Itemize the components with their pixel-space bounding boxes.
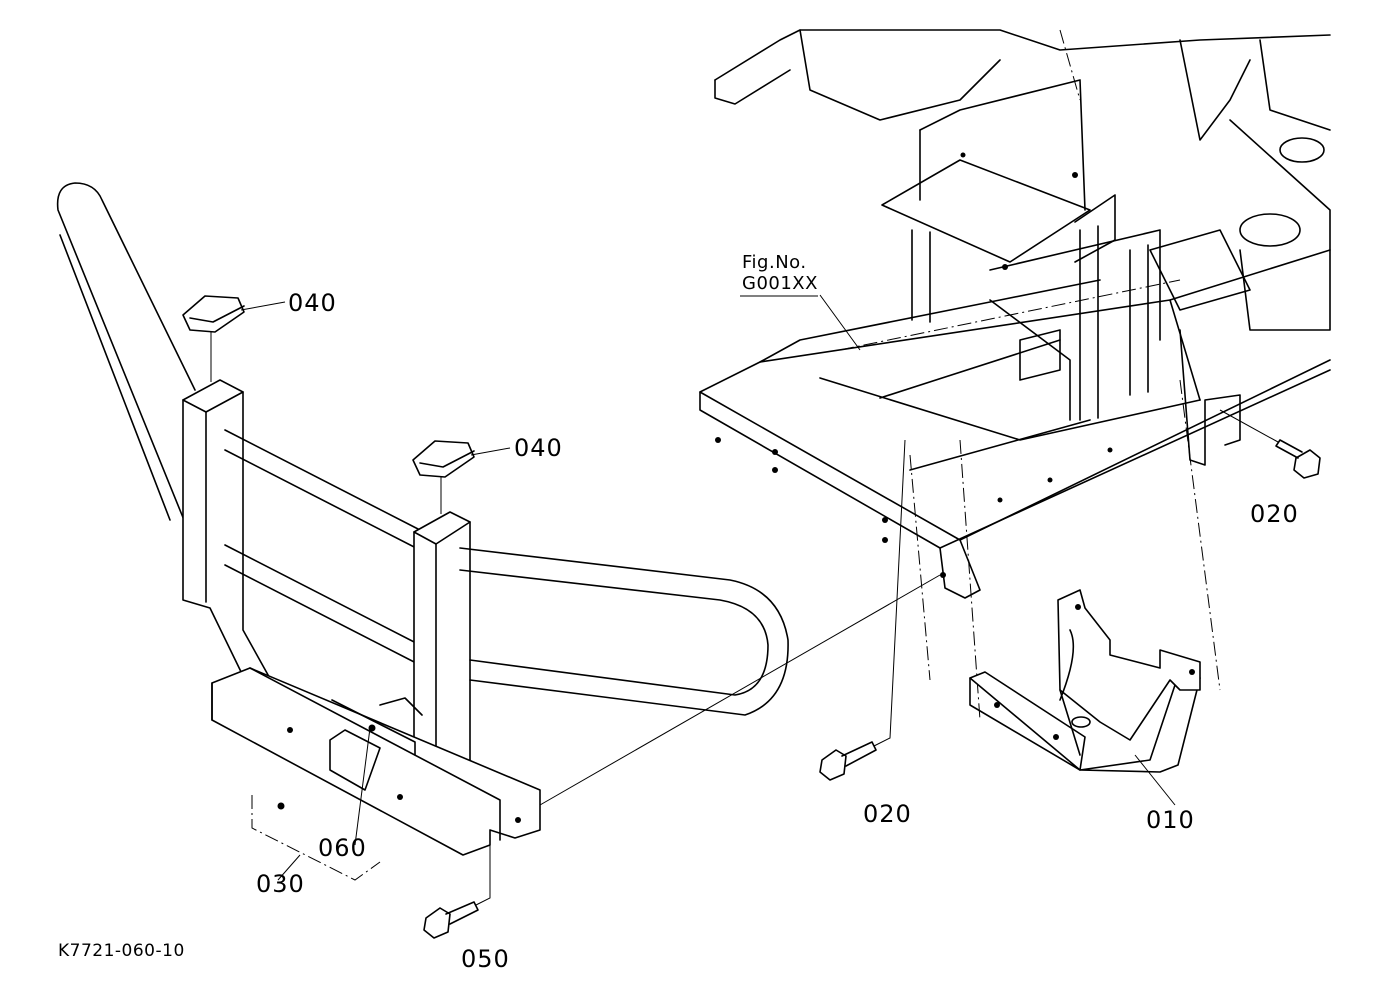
end-cap-lower: [412, 440, 475, 514]
bolt-020-lower: [819, 439, 906, 781]
callout-050: 050: [461, 945, 510, 973]
callout-040-upper: 040: [288, 289, 337, 317]
bolt-050: [423, 842, 491, 939]
callout-020-upper: 020: [1250, 500, 1299, 528]
drawing-number: K7721-060-10: [58, 941, 185, 961]
callout-040-lower: 040: [514, 434, 563, 462]
skid-plate: [969, 589, 1201, 773]
figure-reference-label: Fig.No.: [742, 252, 807, 273]
figure-reference: Fig.No. G001XX: [742, 252, 818, 294]
callout-010: 010: [1146, 806, 1195, 834]
figure-reference-code: G001XX: [742, 272, 818, 294]
bolt-020-upper: [1219, 409, 1321, 479]
callout-030: 030: [256, 870, 305, 898]
front-guard-assembly: [56, 182, 789, 881]
end-cap-upper: [182, 295, 245, 382]
callout-060: 060: [318, 834, 367, 862]
callout-020-lower: 020: [863, 800, 912, 828]
vehicle-frame: [699, 29, 1331, 721]
